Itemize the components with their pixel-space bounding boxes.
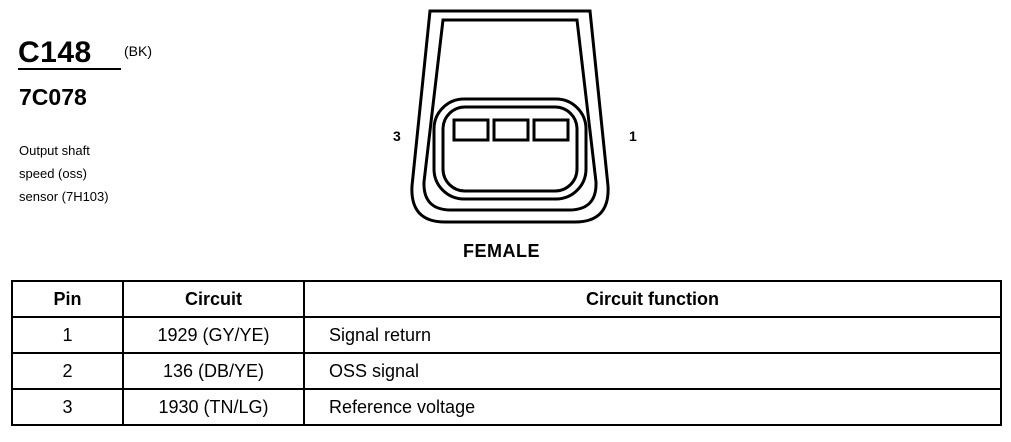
cell-circuit: 1929 (GY/YE) <box>122 316 305 354</box>
pinout-table: Pin Circuit Circuit function 1 1929 (GY/… <box>11 280 1002 426</box>
terminal-cavity-2 <box>492 118 530 142</box>
cell-circuit: 136 (DB/YE) <box>122 352 305 390</box>
cell-pin: 3 <box>11 388 124 426</box>
description-line: Output shaft <box>19 143 90 158</box>
cell-circuit: 1930 (TN/LG) <box>122 388 305 426</box>
cell-function: OSS signal <box>303 352 1002 390</box>
mating-face-inner <box>441 105 579 193</box>
part-number: 7C078 <box>19 84 87 110</box>
connector-gender: FEMALE <box>463 241 540 261</box>
cell-pin: 1 <box>11 316 124 354</box>
connector-id-underline <box>18 68 121 70</box>
table-row: 3 1930 (TN/LG) Reference voltage <box>11 388 1002 426</box>
cell-function: Reference voltage <box>303 388 1002 426</box>
table-row: 1 1929 (GY/YE) Signal return <box>11 316 1002 354</box>
connector-face-diagram <box>410 9 610 224</box>
header-circuit-function: Circuit function <box>303 280 1002 318</box>
header-circuit: Circuit <box>122 280 305 318</box>
description-line: speed (oss) <box>19 166 87 181</box>
connector-inner-shell <box>422 18 598 212</box>
terminal-cavity-3 <box>452 118 490 142</box>
wire-color: (BK) <box>124 43 152 59</box>
terminal-cavity-1 <box>532 118 570 142</box>
header-pin: Pin <box>11 280 124 318</box>
table-row: 2 136 (DB/YE) OSS signal <box>11 352 1002 390</box>
connector-description: Output shaft speed (oss) sensor (7H103) <box>19 139 109 208</box>
description-line: sensor (7H103) <box>19 189 109 204</box>
cell-function: Signal return <box>303 316 1002 354</box>
mating-face-outer <box>432 97 588 201</box>
pin-label-left: 3 <box>393 128 401 144</box>
connector-id: C148 <box>18 36 92 69</box>
table-header-row: Pin Circuit Circuit function <box>11 280 1002 318</box>
connector-outer-shell <box>410 9 610 224</box>
pin-label-right: 1 <box>629 128 637 144</box>
cell-pin: 2 <box>11 352 124 390</box>
